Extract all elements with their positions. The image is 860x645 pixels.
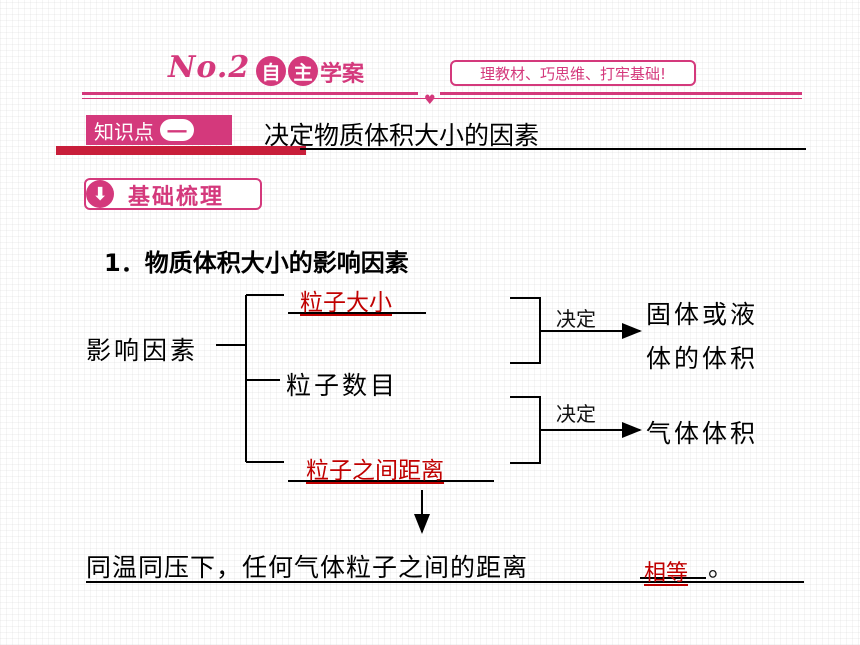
knowledge-point-text: 知识点 — [94, 119, 154, 144]
header-rule-thin — [82, 98, 802, 99]
answer-blank: 相等 — [644, 561, 689, 586]
conclusion-text: 同温同压下，任何气体粒子之间的距离 — [86, 548, 528, 584]
header-rule-left — [82, 92, 418, 95]
conclusion-period: 。 — [708, 553, 734, 582]
header-rule-right — [440, 92, 802, 95]
root-label: 影响因素 — [86, 336, 199, 365]
factor-count: 粒子数目 — [286, 371, 399, 400]
factor-distance: 粒子之间距离 — [306, 458, 444, 484]
self-char-2: 主 — [288, 56, 318, 86]
knowledge-point-number: 一 — [160, 119, 194, 144]
decide-label-1: 决定 — [556, 307, 596, 331]
result-gas: 气体体积 — [646, 419, 759, 448]
self-char-1: 自 — [256, 56, 286, 86]
heart-icon: ♥ — [424, 93, 436, 108]
down-arrow-icon: ⬇ — [86, 180, 114, 208]
result-solid-line1: 固体或液 — [646, 300, 759, 329]
decide-label-2: 决定 — [556, 402, 596, 426]
factor-size: 粒子大小 — [300, 290, 392, 316]
content-heading: 1．物质体积大小的影响因素 — [104, 249, 409, 277]
red-bar — [56, 146, 306, 155]
title-rule — [300, 148, 806, 150]
slogan-box: 理教材、巧思维、打牢基础! — [450, 60, 696, 86]
knowledge-point-title: 决定物质体积大小的因素 — [264, 121, 540, 150]
section-number: No.2 — [168, 50, 251, 85]
basics-badge-label: 基础梳理 — [128, 185, 225, 210]
result-solid-line2: 体的体积 — [646, 344, 759, 373]
knowledge-point-label: 知识点 一 — [86, 115, 232, 145]
xuean-label: 学案 — [320, 62, 365, 87]
conclusion-sentence: 同温同压下，任何气体粒子之间的距离 — [86, 553, 529, 582]
